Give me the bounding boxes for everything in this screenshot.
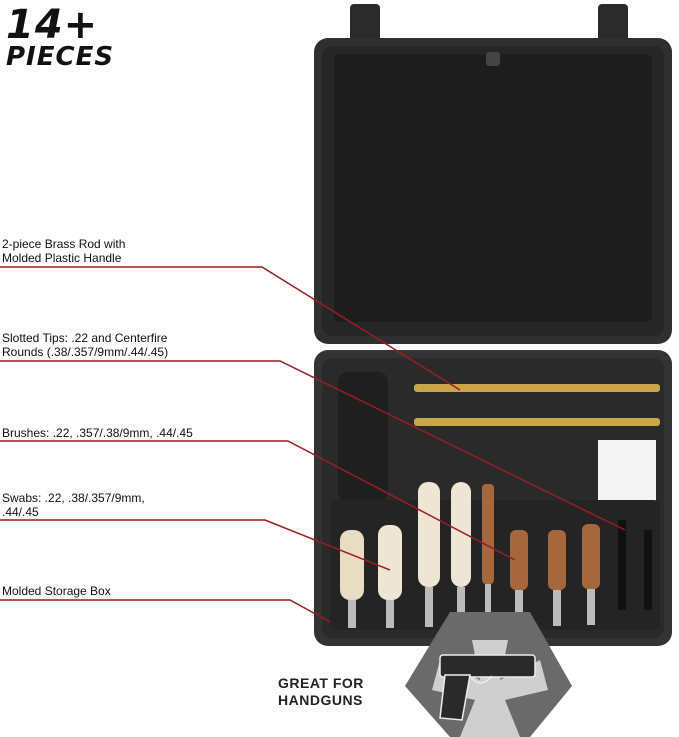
case-lid	[314, 4, 672, 344]
handle-icon	[338, 372, 388, 502]
callout-text: 2-piece Brass Rod with	[2, 237, 126, 251]
handgun-icon	[439, 654, 536, 721]
callout-text: Swabs: .22, .38/.357/9mm,	[2, 491, 145, 505]
callout-text: Brushes: .22, .357/.38/9mm, .44/.45	[2, 426, 193, 440]
callout-lines	[0, 266, 626, 623]
callout-brass-rod: 2-piece Brass Rod with Molded Plastic Ha…	[2, 237, 125, 265]
callout-text: .44/.45	[2, 505, 39, 519]
callout-storage-box: Molded Storage Box	[2, 584, 111, 598]
callout-text: Molded Plastic Handle	[2, 251, 122, 265]
foam-insert	[334, 54, 652, 322]
callout-slotted-tips: Slotted Tips: .22 and Centerfire Rounds …	[2, 331, 168, 359]
callout-text: Rounds (.38/.357/9mm/.44/.45)	[2, 345, 169, 359]
brass-rod-2	[414, 418, 660, 426]
badge-line-1: GREAT FOR	[278, 675, 364, 691]
callout-text: Molded Storage Box	[2, 584, 111, 598]
callout-swabs: Swabs: .22, .38/.357/9mm, .44/.45	[2, 491, 145, 519]
headline-count: 14+	[6, 2, 99, 48]
badge-line-2: HANDGUNS	[278, 692, 363, 708]
headline-pieces: PIECES	[6, 42, 115, 72]
badge-caption: GREAT FOR HANDGUNS	[278, 675, 364, 709]
handgun-badge	[405, 612, 572, 737]
brass-rod-1	[414, 384, 660, 392]
case-base	[314, 350, 672, 646]
callout-brushes: Brushes: .22, .357/.38/9mm, .44/.45	[2, 426, 193, 440]
callout-text: Slotted Tips: .22 and Centerfire	[2, 331, 168, 345]
patch-icon	[598, 440, 656, 502]
